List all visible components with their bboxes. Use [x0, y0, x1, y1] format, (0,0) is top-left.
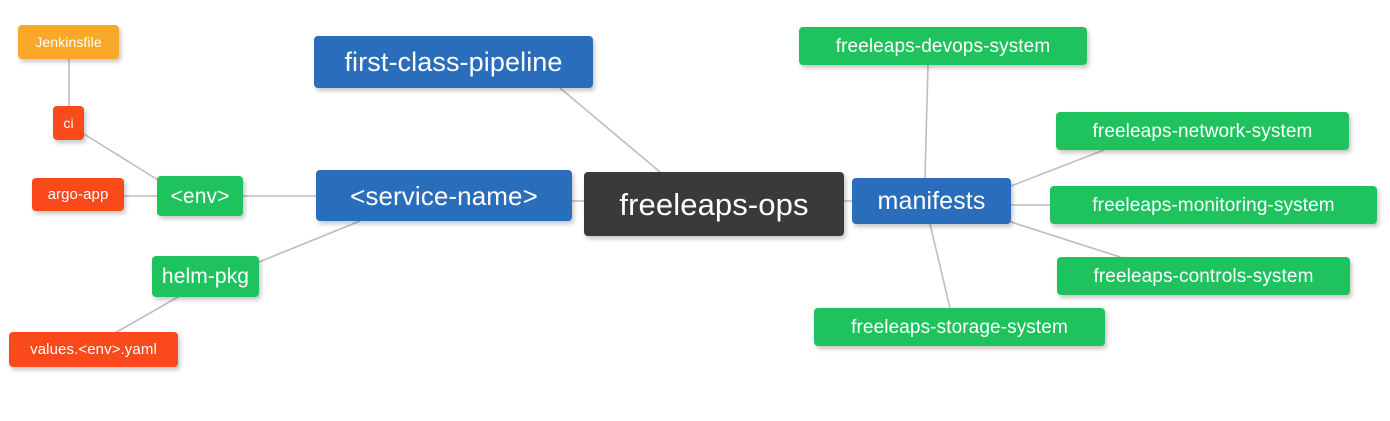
node-freeleaps-network-system[interactable]: freeleaps-network-system [1056, 112, 1349, 150]
node-freeleaps-monitoring-system[interactable]: freeleaps-monitoring-system [1050, 186, 1377, 224]
node-label-jenkinsfile: Jenkinsfile [35, 34, 102, 50]
node-env[interactable]: <env> [157, 176, 243, 216]
node-label-argo-app: argo-app [47, 186, 109, 203]
node-freeleaps-ops[interactable]: freeleaps-ops [584, 172, 844, 236]
edge-manifests-to-freeleaps-network-system [1010, 149, 1105, 187]
node-label-freeleaps-controls-system: freeleaps-controls-system [1093, 265, 1314, 287]
node-jenkinsfile[interactable]: Jenkinsfile [18, 25, 119, 59]
node-label-freeleaps-devops-system: freeleaps-devops-system [835, 35, 1051, 57]
node-freeleaps-storage-system[interactable]: freeleaps-storage-system [814, 308, 1105, 346]
node-label-values-yaml: values.<env>.yaml [30, 341, 157, 358]
node-label-freeleaps-monitoring-system: freeleaps-monitoring-system [1092, 194, 1335, 216]
edge-service-name-to-helm-pkg [258, 220, 361, 263]
node-label-ci: ci [63, 115, 74, 131]
node-label-freeleaps-storage-system: freeleaps-storage-system [851, 316, 1068, 338]
node-label-env: <env> [170, 184, 230, 208]
node-helm-pkg[interactable]: helm-pkg [152, 256, 259, 297]
node-freeleaps-controls-system[interactable]: freeleaps-controls-system [1057, 257, 1350, 295]
node-first-class-pipeline[interactable]: first-class-pipeline [314, 36, 593, 88]
edge-manifests-to-freeleaps-devops-system [924, 64, 929, 179]
node-label-service-name: <service-name> [350, 180, 538, 211]
node-manifests[interactable]: manifests [852, 178, 1011, 224]
edge-first-class-pipeline-to-freeleaps-ops [559, 87, 661, 173]
node-ci[interactable]: ci [53, 106, 84, 140]
edge-manifests-to-freeleaps-storage-system [929, 223, 951, 309]
node-argo-app[interactable]: argo-app [32, 178, 124, 211]
node-label-freeleaps-network-system: freeleaps-network-system [1092, 120, 1313, 142]
node-values-yaml[interactable]: values.<env>.yaml [9, 332, 178, 367]
edge-ci-to-env [83, 133, 159, 181]
edge-helm-pkg-to-values-yaml [114, 296, 179, 334]
edge-manifests-to-freeleaps-controls-system [1010, 221, 1121, 258]
node-label-helm-pkg: helm-pkg [161, 265, 250, 288]
node-label-manifests: manifests [877, 186, 986, 215]
node-service-name[interactable]: <service-name> [316, 170, 572, 221]
node-label-first-class-pipeline: first-class-pipeline [344, 46, 563, 77]
node-freeleaps-devops-system[interactable]: freeleaps-devops-system [799, 27, 1087, 65]
node-label-freeleaps-ops: freeleaps-ops [619, 186, 809, 222]
